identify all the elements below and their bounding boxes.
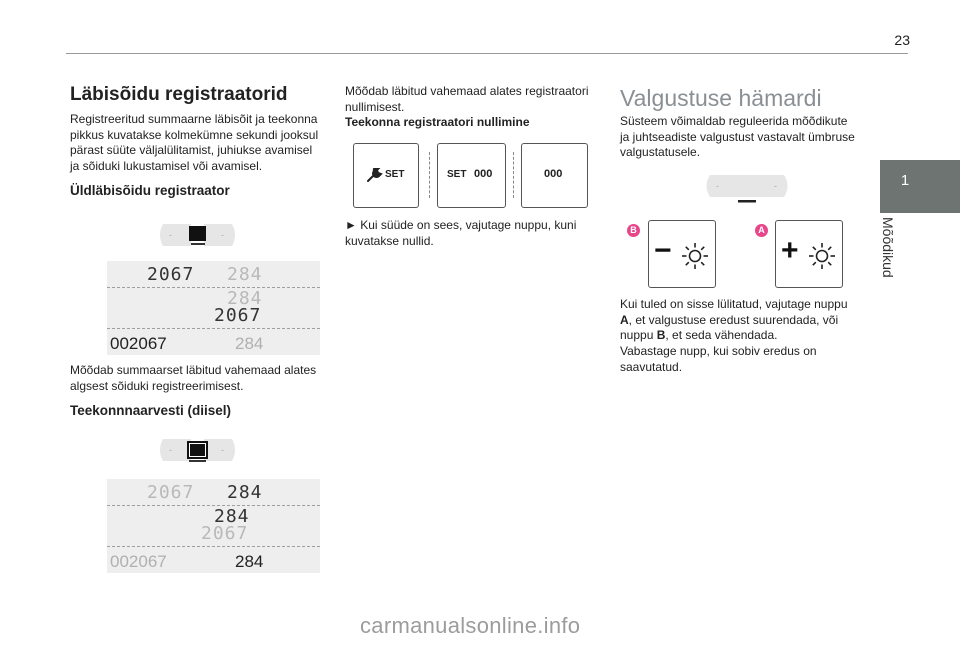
button-b-badge: B bbox=[627, 224, 640, 237]
dimmer-instruction-part2: , et valgustuse eredust suurendada, või … bbox=[620, 312, 839, 343]
trip-odometer-display: 2067 284 284 2067 002067 284 bbox=[107, 479, 320, 573]
display1-mid-upper: 284 bbox=[227, 288, 263, 309]
chapter-tab[interactable] bbox=[880, 160, 960, 213]
trip-description: Mõõdab läbitud vahemaad alates registraa… bbox=[345, 84, 589, 114]
chapter-tab-label-wrap: Mõõdikud bbox=[880, 217, 916, 297]
odometer-button-illustration: - - bbox=[155, 218, 240, 252]
svg-text:-: - bbox=[716, 181, 719, 191]
reset-panel-3: 000 bbox=[521, 143, 588, 208]
wrench-icon bbox=[367, 166, 383, 187]
display1-top-left: 2067 bbox=[147, 264, 195, 285]
display2-divider-top bbox=[107, 505, 320, 506]
dimmer-instruction-button-a: A bbox=[620, 312, 629, 327]
display1-divider-top bbox=[107, 287, 320, 288]
svg-text:-: - bbox=[221, 230, 224, 240]
svg-text:-: - bbox=[221, 445, 224, 455]
trip-button-illustration: - - bbox=[155, 433, 240, 467]
svg-text:-: - bbox=[169, 445, 172, 455]
chapter-tab-number: 1 bbox=[900, 172, 910, 189]
display1-bottom-right: 284 bbox=[235, 334, 264, 353]
trip-reset-instruction: ► Kui süüde on sees, vajutage nuppu, kun… bbox=[345, 218, 577, 248]
reset-panel-2-label: SET bbox=[447, 169, 467, 180]
dimmer-instruction-part3: , et seda vähendada. bbox=[665, 328, 778, 342]
minus-sign: − bbox=[654, 234, 672, 267]
reset-panel-1-label: SET bbox=[385, 169, 405, 180]
dimmer-instruction: Kui tuled on sisse lülitatud, vajutage n… bbox=[620, 297, 860, 344]
display1-mid-lower: 2067 bbox=[214, 305, 262, 326]
section-title-dimmer: Valgustuse hämardi bbox=[620, 85, 822, 111]
dimmer-decrease-button[interactable]: − bbox=[648, 220, 716, 288]
total-odometer-description: Mõõdab summaarset läbitud vahemaad alate… bbox=[70, 363, 317, 393]
display2-divider-bottom bbox=[107, 546, 320, 547]
chapter-tab-label: Mõõdikud bbox=[880, 217, 896, 278]
brightness-icon bbox=[808, 242, 836, 275]
dimmer-button-illustration: - - bbox=[702, 171, 792, 205]
brightness-icon bbox=[681, 242, 709, 275]
header-divider bbox=[66, 53, 908, 54]
dimmer-instruction-part1: Kui tuled on sisse lülitatud, vajutage n… bbox=[620, 297, 848, 311]
display2-mid-lower: 2067 bbox=[201, 523, 249, 544]
trip-reset-heading: Teekonna registraatori nullimine bbox=[345, 115, 530, 129]
reset-panel-3-value: 000 bbox=[544, 168, 563, 180]
plus-sign: + bbox=[781, 234, 799, 267]
display1-bottom-left: 002067 bbox=[110, 334, 167, 353]
display2-mid-upper: 284 bbox=[214, 506, 250, 527]
panel-separator-1 bbox=[429, 152, 432, 198]
reset-panel-1: SET bbox=[353, 143, 419, 208]
svg-text:-: - bbox=[774, 181, 777, 191]
dimmer-intro: Süsteem võimaldab reguleerida mõõdikute … bbox=[620, 114, 855, 159]
panel-separator-2 bbox=[513, 152, 516, 198]
reset-panel-2-value: 000 bbox=[474, 168, 493, 180]
dimmer-release-instruction: Vabastage nupp, kui sobiv eredus on saav… bbox=[620, 344, 817, 374]
svg-text:-: - bbox=[169, 230, 172, 240]
trip-odometer-heading: Teekonnnaarvesti (diisel) bbox=[70, 403, 232, 418]
odometers-intro: Registreeritud summaarne läbisõit ja tee… bbox=[70, 112, 319, 173]
display1-divider-bottom bbox=[107, 328, 320, 329]
page-number: 23 bbox=[894, 32, 910, 48]
display2-bottom-left: 002067 bbox=[110, 552, 167, 571]
display2-bottom-right: 284 bbox=[235, 552, 264, 571]
button-a-badge: A bbox=[755, 224, 768, 237]
watermark: carmanualsonline.info bbox=[360, 613, 581, 638]
dimmer-increase-button[interactable]: + bbox=[775, 220, 843, 288]
dimmer-instruction-button-b: B bbox=[656, 328, 666, 342]
reset-panel-2: SET 000 bbox=[437, 143, 506, 208]
display1-top-right: 284 bbox=[227, 264, 263, 285]
section-title-odometers: Läbisõidu registraatorid bbox=[70, 84, 288, 105]
display2-top-left: 2067 bbox=[147, 482, 195, 503]
display2-top-right: 284 bbox=[227, 482, 263, 503]
total-odometer-display: 2067 284 284 2067 002067 284 bbox=[107, 261, 320, 355]
total-odometer-heading: Üldläbisõidu registraator bbox=[70, 183, 230, 198]
